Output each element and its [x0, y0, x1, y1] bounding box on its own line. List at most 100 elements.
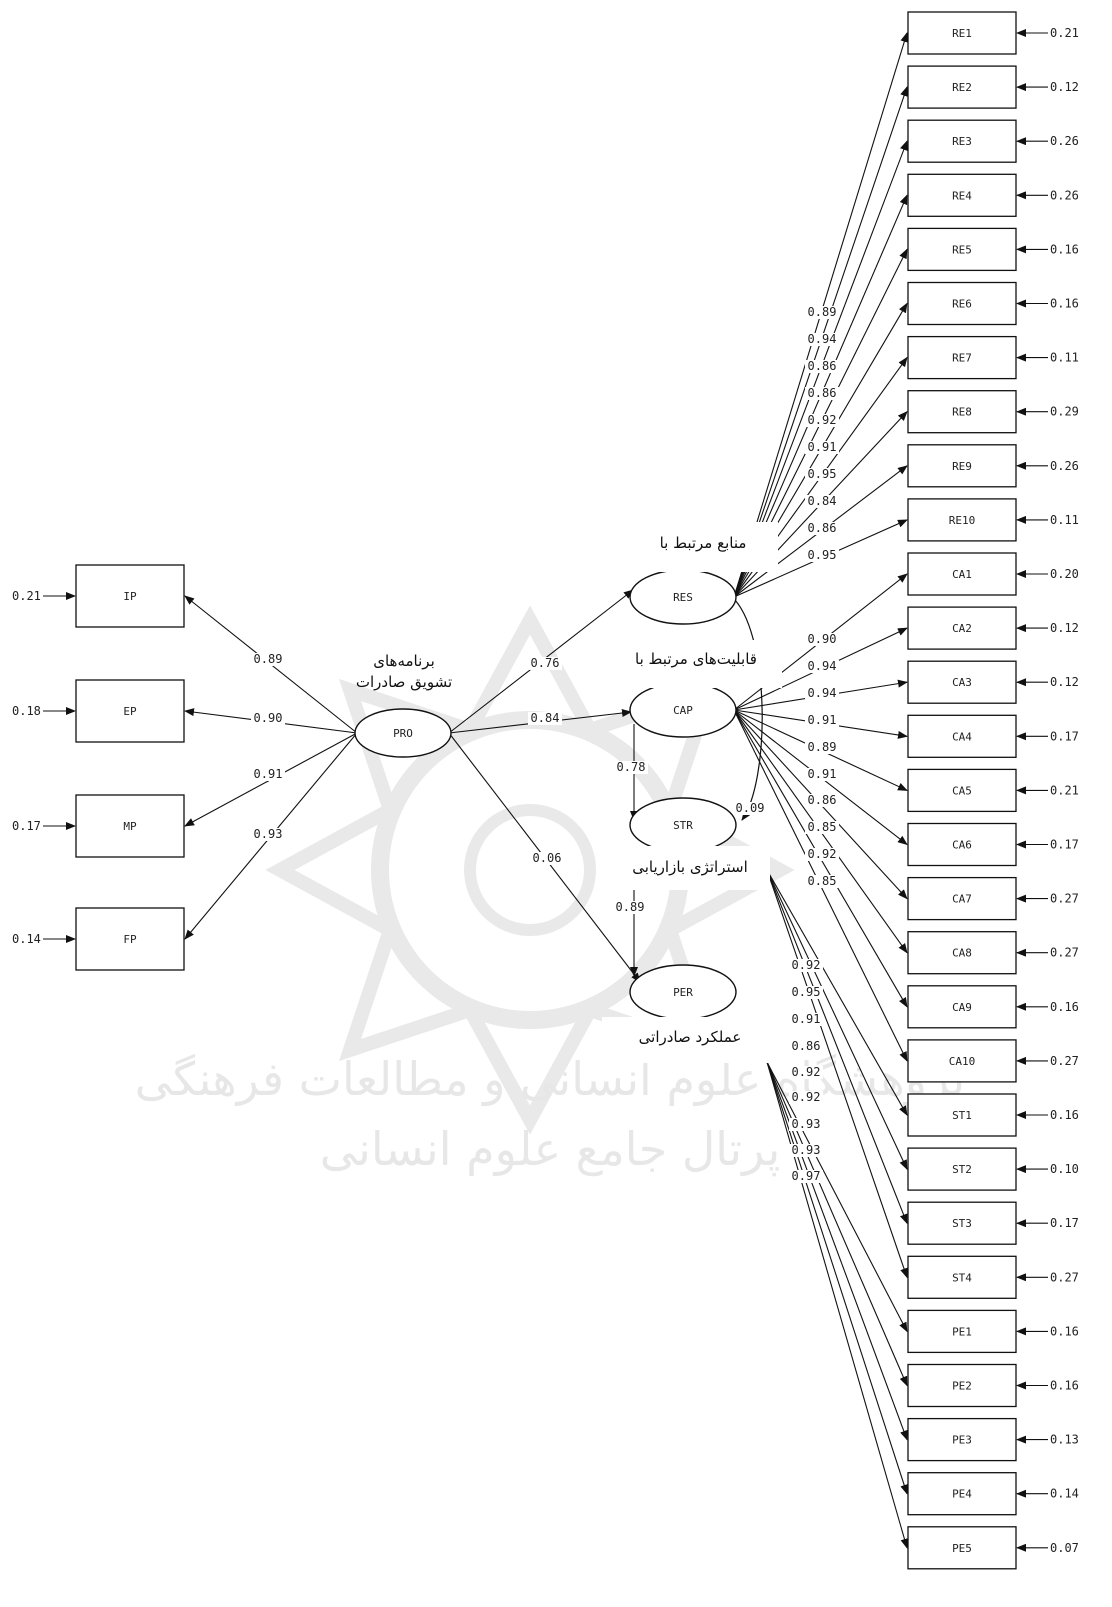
latent-caption-per: عملکرد صادراتی: [639, 1028, 742, 1046]
loading-arrow: [766, 869, 908, 1116]
error-variance: 0.16: [1050, 1324, 1079, 1338]
indicator-label: PE4: [952, 1488, 972, 1501]
loading-value: 0.89: [808, 305, 837, 319]
indicator-box-ca9: [907, 985, 1017, 1029]
watermark-line-1: پژوهشگاه علوم انسانی و مطالعات فرهنگی: [135, 1052, 965, 1107]
nodes: RE1RE2RE3RE4RE5RE6RE7RE8RE9RE10CA1CA2CA3…: [75, 11, 1017, 1570]
latent-label: RES: [673, 591, 693, 604]
path-coefficient: 0.09: [736, 801, 765, 815]
indicator-box-pe2: [907, 1363, 1017, 1408]
loading-value: 0.92: [808, 847, 837, 861]
indicator-box-st2: [907, 1147, 1017, 1191]
error-variance: 0.16: [1050, 242, 1079, 256]
path-coef-bg: [733, 802, 767, 815]
error-variance: 0.29: [1050, 405, 1079, 419]
error-variance: 0.21: [1050, 26, 1079, 40]
loading-value: 0.91: [808, 713, 837, 727]
loading-bg: [789, 1066, 823, 1079]
error-variance: 0.21: [1050, 783, 1079, 797]
latent-pro: [354, 708, 452, 758]
indicator-box-ca2: [907, 606, 1017, 650]
loading-value: 0.86: [808, 521, 837, 535]
loading-bg: [805, 633, 839, 646]
error-variance: 0.26: [1050, 134, 1079, 148]
loading-bg: [805, 848, 839, 861]
indicator-label: MP: [123, 820, 137, 833]
indicator-label: RE3: [952, 135, 972, 148]
loading-bg: [251, 828, 285, 841]
indicator-label: RE9: [952, 460, 972, 473]
error-variance: 0.11: [1050, 351, 1079, 365]
loading-arrow: [766, 1061, 908, 1441]
indicator-box-ca10: [907, 1039, 1017, 1083]
error-variance: 0.26: [1050, 188, 1079, 202]
loading-bg: [789, 1144, 823, 1157]
indicator-label: EP: [123, 705, 137, 718]
loading-value: 0.93: [792, 1143, 821, 1157]
indicator-label: PE5: [952, 1542, 972, 1555]
indicator-box-ep: [75, 679, 185, 743]
indicator-box-ca1: [907, 552, 1017, 596]
indicator-box-mp: [75, 794, 185, 858]
error-variance: 0.16: [1050, 297, 1079, 311]
loading-bg: [789, 1170, 823, 1183]
error-variance: 0.18: [12, 704, 41, 718]
loading-bg: [789, 1118, 823, 1131]
error-variance: 0.26: [1050, 459, 1079, 473]
loading-bg: [789, 959, 823, 972]
loading-bg: [805, 741, 839, 754]
latent-label: CAP: [673, 704, 693, 717]
loading-arrow: [766, 869, 908, 1279]
loading-bg: [805, 387, 839, 400]
latent-label: PRO: [393, 727, 413, 740]
loading-bg: [805, 549, 839, 562]
loading-bg: [251, 768, 285, 781]
error-variance: 0.17: [12, 819, 41, 833]
error-variance: 0.16: [1050, 1000, 1079, 1014]
path-coef-bg: [613, 901, 647, 914]
indicator-box-ca6: [907, 822, 1017, 867]
indicator-label: RE4: [952, 189, 972, 202]
indicator-label: CA5: [952, 784, 972, 797]
path-coef-bg: [528, 712, 562, 725]
indicator-box-ca8: [907, 931, 1017, 975]
loading-bg: [805, 414, 839, 427]
loading-arrow: [766, 869, 908, 1171]
loading-value: 0.84: [808, 494, 837, 508]
loading-bg: [805, 360, 839, 373]
loading-value: 0.95: [792, 985, 821, 999]
error-variance: 0.21: [12, 589, 41, 603]
loading-bg: [789, 1040, 823, 1053]
loading-value: 0.90: [254, 711, 283, 725]
loading-value: 0.85: [808, 820, 837, 834]
loading-bg: [789, 986, 823, 999]
indicator-box-fp: [75, 907, 185, 971]
loading-bg: [805, 468, 839, 481]
path-coefficient: 0.06: [533, 851, 562, 865]
indicator-box-ca4: [907, 714, 1017, 758]
indicator-box-re7: [907, 335, 1017, 380]
loading-value: 0.92: [792, 1090, 821, 1104]
latent-caption-str: استراتژی بازاریابی: [632, 858, 748, 876]
loading-bg: [805, 441, 839, 454]
indicator-box-ca5: [907, 768, 1017, 813]
loading-value: 0.91: [808, 767, 837, 781]
indicator-label: CA6: [952, 839, 972, 852]
edges: [43, 29, 1048, 1552]
error-variance: 0.07: [1050, 1541, 1079, 1555]
indicator-label: FP: [123, 933, 137, 946]
error-variance: 0.27: [1050, 946, 1079, 960]
indicator-label: RE10: [949, 514, 976, 527]
loading-value: 0.94: [808, 686, 837, 700]
indicator-label: ST3: [952, 1217, 972, 1230]
indicator-box-ca3: [907, 660, 1017, 704]
caption-box: [602, 846, 770, 890]
error-variance: 0.14: [12, 932, 41, 946]
loading-value: 0.89: [254, 652, 283, 666]
error-variance: 0.12: [1050, 675, 1079, 689]
watermark: پژوهشگاه علوم انسانی و مطالعات فرهنگی پر…: [135, 605, 965, 1177]
error-variance: 0.27: [1050, 1054, 1079, 1068]
loading-bg: [789, 1091, 823, 1104]
indicator-box-st3: [907, 1201, 1017, 1245]
indicator-label: CA3: [952, 676, 972, 689]
